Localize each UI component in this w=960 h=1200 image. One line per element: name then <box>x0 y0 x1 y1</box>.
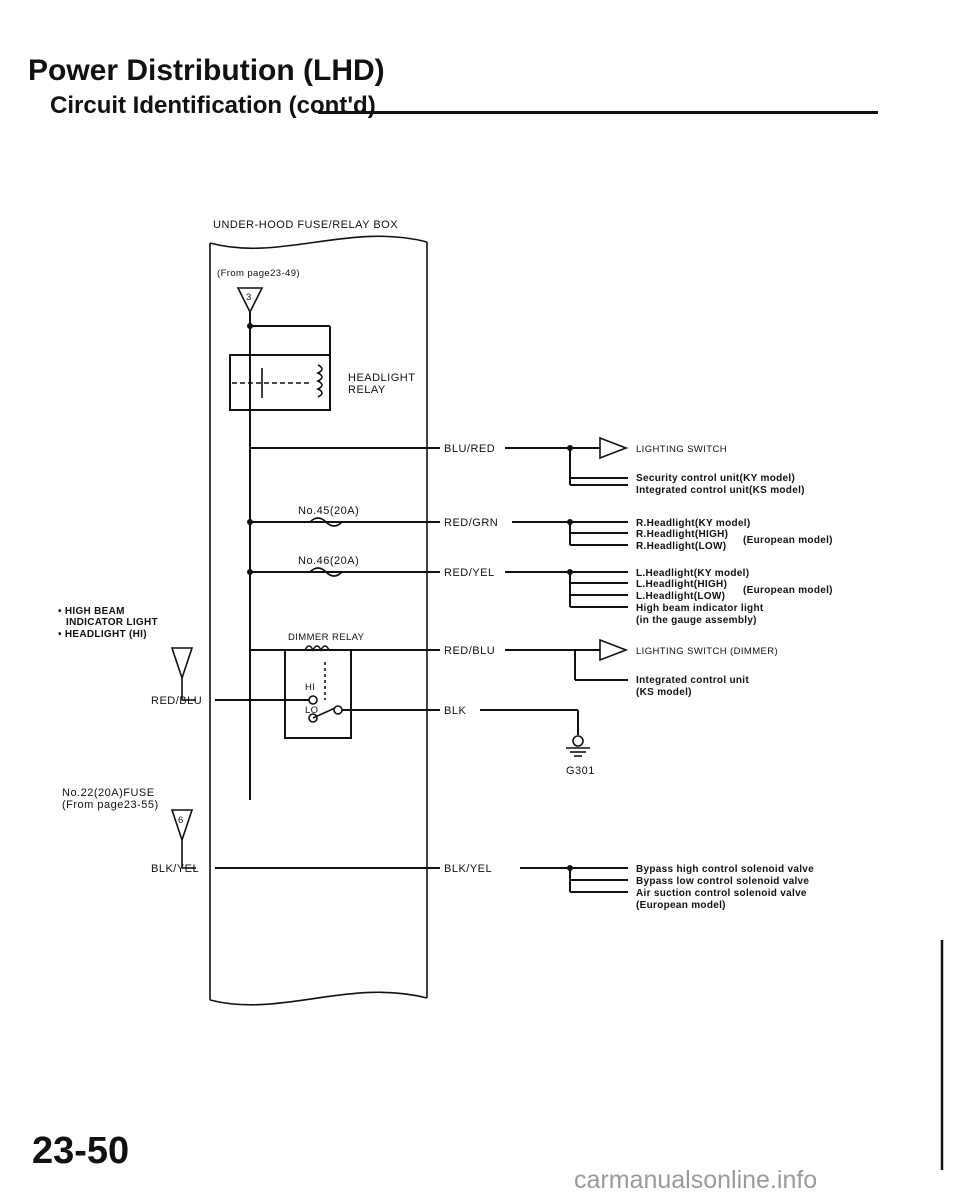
dest-blk-yel-1: Bypass low control solenoid valve <box>636 876 809 887</box>
ground-label: G301 <box>566 765 595 777</box>
fuse-box-bottom <box>209 991 428 1006</box>
headlight-relay-label-1: HEADLIGHT <box>348 372 415 384</box>
wire-blk: BLK <box>444 705 466 717</box>
high-beam-wire-label: RED/BLU <box>151 695 202 707</box>
dest-blk-yel-0: Bypass high control solenoid valve <box>636 864 814 875</box>
header-rule <box>318 111 878 114</box>
dest-red-grn-0: R.Headlight(KY model) <box>636 518 750 529</box>
wire-blk-yel: BLK/YEL <box>444 863 492 875</box>
wire-red-yel: RED/YEL <box>444 567 495 579</box>
fuse-box-title: UNDER-HOOD FUSE/RELAY BOX <box>213 219 398 231</box>
fuse-22-label-2: (From page23-55) <box>62 799 159 811</box>
high-beam-line-2: INDICATOR LIGHT <box>66 617 158 628</box>
dimmer-relay-lo: LO <box>305 705 318 716</box>
fuse-22-wire-label: BLK/YEL <box>151 863 199 875</box>
dest-blk-yel-3: (European model) <box>636 900 726 911</box>
dimmer-relay-hi: HI <box>305 682 315 693</box>
dest-red-grn-3: (European model) <box>743 535 833 546</box>
dest-red-grn-2: R.Headlight(LOW) <box>636 541 726 552</box>
fuse-box-terminal: 3 <box>246 292 252 303</box>
dest-red-yel-0: L.Headlight(KY model) <box>636 568 749 579</box>
headlight-relay-box <box>229 354 331 411</box>
dest-red-yel-1: L.Headlight(HIGH) <box>636 579 727 590</box>
dest-red-grn-1: R.Headlight(HIGH) <box>636 529 728 540</box>
page-number: 23-50 <box>32 1130 130 1172</box>
section-subtitle: Circuit Identification (cont'd) <box>50 92 376 119</box>
headlight-relay-label-2: RELAY <box>348 384 386 396</box>
wire-red-blu: RED/BLU <box>444 645 495 657</box>
high-beam-bullet-2: • HEADLIGHT (HI) <box>58 629 147 640</box>
dest-red-blu-2: (KS model) <box>636 687 692 698</box>
dest-blu-red-2: Integrated control unit(KS model) <box>636 485 805 496</box>
fuse-box-outline <box>209 235 428 250</box>
fuse-22-terminal: 6 <box>178 815 184 826</box>
dimmer-relay-label: DIMMER RELAY <box>288 632 365 643</box>
dest-blk-yel-2: Air suction control solenoid valve <box>636 888 807 899</box>
fuse-box-from-ref: (From page23-49) <box>217 268 300 279</box>
dest-red-yel-4: High beam indicator light <box>636 603 764 614</box>
fuse-46-label: No.46(20A) <box>298 555 359 567</box>
dest-red-blu-0: LIGHTING SWITCH (DIMMER) <box>636 646 778 657</box>
dest-red-yel-2: L.Headlight(LOW) <box>636 591 725 602</box>
dest-red-yel-3: (European model) <box>743 585 833 596</box>
fuse-45-label: No.45(20A) <box>298 505 359 517</box>
dest-red-yel-5: (in the gauge assembly) <box>636 615 757 626</box>
watermark-text: carmanualsonline.info <box>574 1166 818 1194</box>
fuse-22-label-1: No.22(20A)FUSE <box>62 787 155 799</box>
dest-red-blu-1: Integrated control unit <box>636 675 749 686</box>
wire-red-grn: RED/GRN <box>444 517 498 529</box>
wire-blu-red: BLU/RED <box>444 443 495 455</box>
dest-blu-red-0: LIGHTING SWITCH <box>636 444 727 455</box>
high-beam-bullet-1: • HIGH BEAM <box>58 606 125 617</box>
dest-blu-red-1: Security control unit(KY model) <box>636 473 795 484</box>
dimmer-relay-box <box>284 649 352 739</box>
page-title: Power Distribution (LHD) <box>28 54 385 87</box>
